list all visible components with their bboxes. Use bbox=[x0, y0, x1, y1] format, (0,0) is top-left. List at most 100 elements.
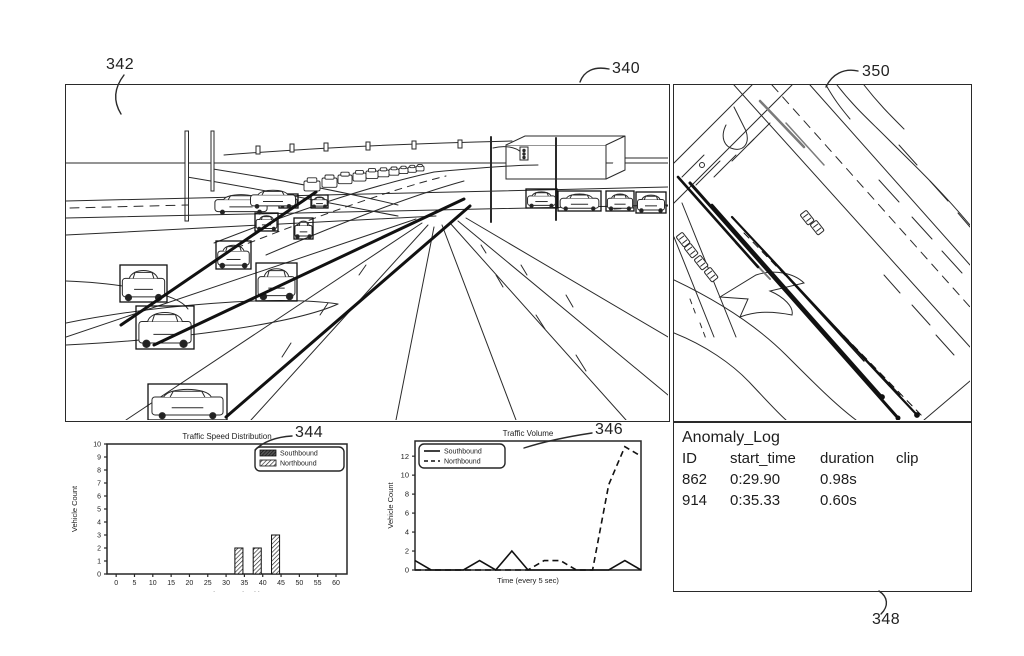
detected-vehicle bbox=[636, 192, 666, 213]
anomaly-log-cell: 0.60s bbox=[820, 490, 896, 511]
anomaly-log-column: ID bbox=[682, 448, 730, 469]
queued-vehicle bbox=[304, 178, 320, 191]
speed-distribution-chart: 012345678910051015202530354045505560Traf… bbox=[65, 428, 355, 592]
svg-text:12: 12 bbox=[401, 452, 409, 461]
svg-text:50: 50 bbox=[295, 580, 303, 587]
svg-text:4: 4 bbox=[405, 528, 409, 537]
queued-vehicle bbox=[399, 166, 408, 173]
anomaly-log-row: 8620:29.900.98s bbox=[682, 469, 963, 490]
traffic-scene-drawing bbox=[66, 85, 668, 420]
map-vehicle bbox=[694, 255, 708, 270]
svg-text:30: 30 bbox=[222, 580, 230, 587]
x-axis-label: Speed Range (mph) bbox=[193, 590, 261, 592]
svg-text:0: 0 bbox=[405, 566, 409, 575]
anomaly-log-rows: 8620:29.900.98s9140:35.330.60s bbox=[682, 469, 963, 511]
speed-bar bbox=[253, 548, 261, 574]
legend-label: Northbound bbox=[444, 459, 481, 466]
svg-text:2: 2 bbox=[97, 545, 101, 552]
anomaly-log-cell bbox=[896, 490, 963, 511]
svg-text:1: 1 bbox=[97, 558, 101, 565]
x-axis-label: Time (every 5 sec) bbox=[497, 576, 559, 585]
figure-label-346: 346 bbox=[595, 421, 623, 439]
detected-vehicle bbox=[311, 195, 328, 208]
svg-text:45: 45 bbox=[277, 580, 285, 587]
svg-text:8: 8 bbox=[405, 490, 409, 499]
anomaly-log-cell: 914 bbox=[682, 490, 730, 511]
trajectory-line bbox=[712, 205, 882, 397]
svg-text:6: 6 bbox=[405, 509, 409, 518]
queued-vehicle bbox=[338, 172, 352, 183]
detected-vehicle bbox=[148, 384, 227, 420]
chart-title: Traffic Volume bbox=[503, 429, 554, 438]
svg-text:20: 20 bbox=[186, 580, 194, 587]
detected-vehicle bbox=[526, 189, 557, 208]
leader-340 bbox=[580, 68, 609, 82]
light-pole bbox=[211, 131, 214, 191]
queued-vehicle bbox=[408, 165, 417, 172]
queued-vehicle bbox=[389, 167, 399, 175]
figure-label-348: 348 bbox=[872, 611, 900, 629]
series-line-southbound bbox=[415, 551, 641, 570]
anomaly-log-header: IDstart_timedurationclip bbox=[682, 448, 963, 469]
map-view-panel bbox=[673, 84, 972, 422]
lane-dashes bbox=[70, 205, 188, 208]
svg-text:6: 6 bbox=[97, 493, 101, 500]
camera-view-panel bbox=[65, 84, 670, 422]
svg-text:3: 3 bbox=[97, 532, 101, 539]
anomaly-log-row: 9140:35.330.60s bbox=[682, 490, 963, 511]
uturn-lane-marking bbox=[723, 107, 747, 149]
svg-text:8: 8 bbox=[97, 467, 101, 474]
svg-text:7: 7 bbox=[97, 480, 101, 487]
vehicle bbox=[251, 190, 296, 208]
svg-text:40: 40 bbox=[259, 580, 267, 587]
anomaly-log-title: Anomaly_Log bbox=[682, 427, 963, 448]
svg-text:55: 55 bbox=[314, 580, 322, 587]
anomaly-log-column: duration bbox=[820, 448, 896, 469]
map-trajectories bbox=[678, 177, 924, 420]
detected-vehicle bbox=[294, 218, 313, 239]
legend-label: Southbound bbox=[280, 451, 318, 458]
svg-text:25: 25 bbox=[204, 580, 212, 587]
anomaly-log-column: clip bbox=[896, 448, 963, 469]
detected-vehicle bbox=[120, 265, 167, 302]
chart-title: Traffic Speed Distribution bbox=[182, 432, 271, 441]
queued-vehicle bbox=[366, 169, 378, 179]
svg-text:60: 60 bbox=[332, 580, 340, 587]
anomaly-log-cell bbox=[896, 469, 963, 490]
y-axis-label: Vehicle Count bbox=[70, 485, 79, 532]
svg-text:35: 35 bbox=[241, 580, 249, 587]
anomaly-log-cell: 0:29.90 bbox=[730, 469, 820, 490]
light-pole bbox=[185, 131, 189, 221]
queued-vehicle bbox=[353, 170, 366, 181]
legend-label: Northbound bbox=[280, 461, 317, 468]
anomaly-log-cell: 0:35.33 bbox=[730, 490, 820, 511]
anomaly-log-panel: Anomaly_Log IDstart_timedurationclip 862… bbox=[673, 422, 972, 592]
svg-text:0: 0 bbox=[114, 580, 118, 587]
map-vehicle bbox=[704, 267, 718, 282]
anomaly-log-cell: 0.98s bbox=[820, 469, 896, 490]
map-point bbox=[700, 163, 705, 168]
svg-text:2: 2 bbox=[405, 547, 409, 556]
svg-text:10: 10 bbox=[93, 441, 101, 448]
queued-vehicle bbox=[378, 168, 389, 177]
guardrail-posts bbox=[256, 140, 462, 154]
legend-swatch bbox=[260, 450, 276, 456]
svg-text:4: 4 bbox=[97, 519, 101, 526]
figure-label-350: 350 bbox=[862, 63, 890, 81]
speed-bar bbox=[235, 548, 243, 574]
svg-text:10: 10 bbox=[149, 580, 157, 587]
svg-text:5: 5 bbox=[133, 580, 137, 587]
speed-bar bbox=[272, 535, 280, 574]
anomaly-log-table: Anomaly_Log IDstart_timedurationclip 862… bbox=[674, 423, 971, 515]
traffic-volume-chart: 024681012Traffic VolumeTime (every 5 sec… bbox=[383, 427, 653, 587]
anomaly-log-cell: 862 bbox=[682, 469, 730, 490]
figure-label-344: 344 bbox=[295, 424, 323, 442]
median-island bbox=[66, 301, 338, 323]
median-island bbox=[66, 304, 338, 345]
detected-vehicle bbox=[606, 191, 634, 211]
svg-text:0: 0 bbox=[97, 571, 101, 578]
figure-label-342: 342 bbox=[106, 56, 134, 74]
detected-vehicles bbox=[120, 164, 666, 420]
y-axis-label: Vehicle Count bbox=[386, 481, 395, 528]
